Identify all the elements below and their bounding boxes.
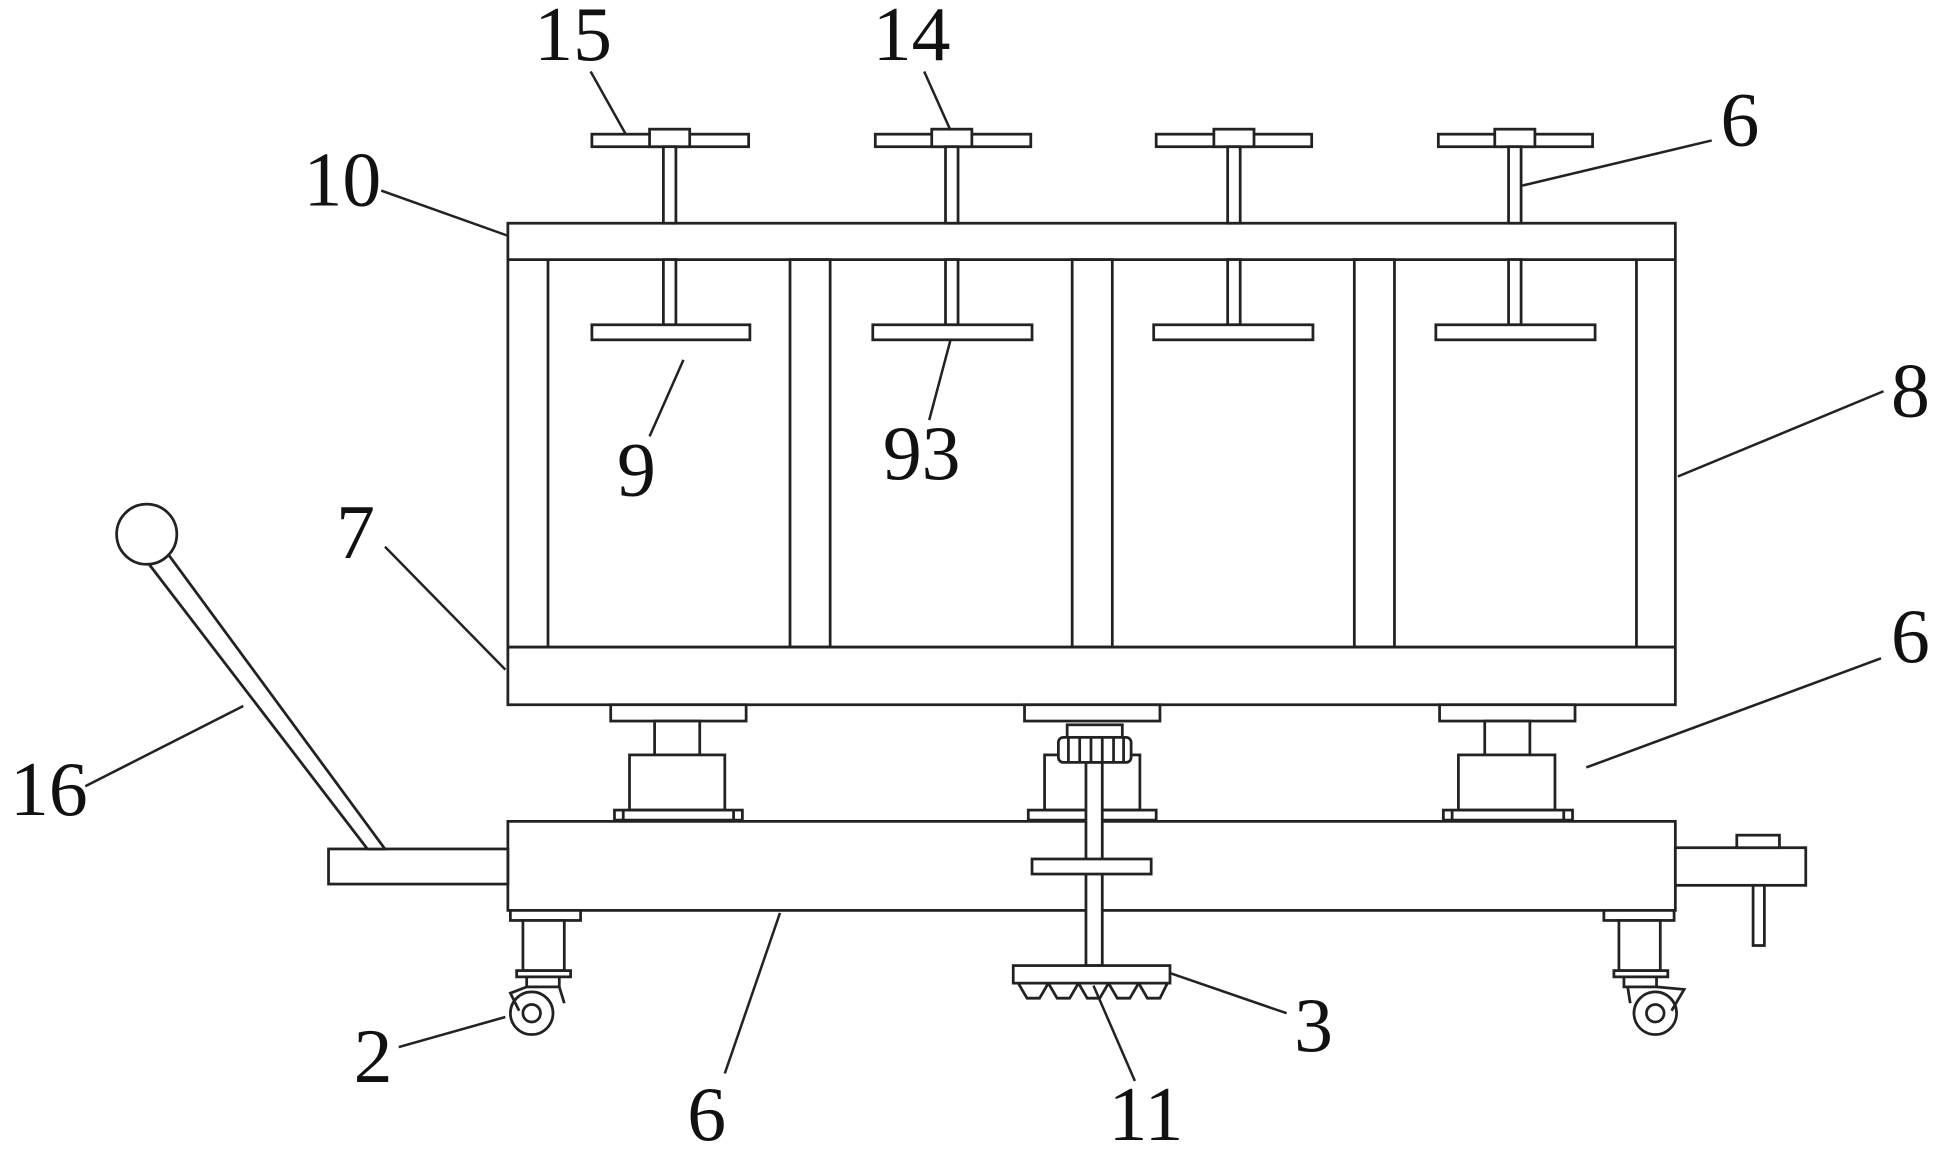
caster-mount-plate bbox=[1602, 909, 1676, 922]
center-screw-assembly bbox=[1011, 723, 1172, 1000]
brush-bristles bbox=[1017, 982, 1169, 1000]
screw-rod-lower bbox=[661, 258, 678, 327]
support-top-plate bbox=[1023, 703, 1162, 723]
label-7: 7 bbox=[336, 489, 375, 575]
wheel-hub bbox=[1645, 1003, 1666, 1024]
push-handle bbox=[115, 502, 388, 851]
leader-lines bbox=[84, 70, 1884, 1082]
label-2: 2 bbox=[354, 1013, 393, 1099]
press-assembly-3 bbox=[1152, 127, 1315, 342]
divider-post-3 bbox=[1352, 258, 1396, 649]
leader-93 bbox=[928, 339, 952, 421]
leader-8 bbox=[1677, 390, 1884, 478]
label-11: 11 bbox=[1109, 1071, 1184, 1157]
label-9: 9 bbox=[617, 426, 656, 512]
leader-15 bbox=[589, 70, 627, 135]
leader-9 bbox=[648, 359, 685, 437]
support-cylinder bbox=[628, 753, 727, 812]
support-rod bbox=[653, 719, 702, 757]
caster-fork bbox=[1626, 986, 1632, 1004]
handle-hub bbox=[930, 127, 974, 149]
caster-fork bbox=[1656, 985, 1687, 1012]
label-16: 16 bbox=[10, 746, 88, 832]
caster-right bbox=[1602, 909, 1687, 1036]
label-8: 8 bbox=[1891, 347, 1930, 433]
caster-bracket bbox=[1622, 975, 1658, 989]
wheel-hub bbox=[521, 1003, 542, 1024]
reference-labels: 15 14 6 10 8 9 93 7 6 16 2 6 11 3 bbox=[10, 0, 1930, 1157]
handle-bar bbox=[138, 538, 388, 851]
caster-bracket bbox=[525, 975, 561, 989]
right-extension-knob bbox=[1735, 833, 1781, 850]
support-top-plate bbox=[609, 703, 748, 723]
handle-hub bbox=[1212, 127, 1256, 149]
handle-mount-arm bbox=[327, 847, 510, 886]
leader-6-bottom bbox=[723, 912, 782, 1074]
label-15: 15 bbox=[534, 0, 612, 77]
support-rod bbox=[1483, 719, 1532, 757]
handle-knob bbox=[115, 502, 179, 566]
screw-rod-lower bbox=[1507, 258, 1523, 327]
press-assembly-1 bbox=[590, 127, 752, 342]
caster-fork bbox=[557, 986, 566, 1004]
press-plate bbox=[871, 323, 1034, 342]
lift-support-left bbox=[609, 703, 748, 822]
leader-10 bbox=[380, 189, 509, 237]
leader-11 bbox=[1092, 985, 1137, 1082]
screw-rod-upper bbox=[1226, 145, 1242, 225]
handle-hub bbox=[1493, 127, 1537, 149]
leader-2 bbox=[398, 1015, 506, 1049]
divider-post-1 bbox=[788, 258, 832, 649]
handle-hub bbox=[648, 127, 692, 149]
caster-post bbox=[521, 919, 566, 972]
divider-post-2 bbox=[1070, 258, 1114, 649]
leader-14 bbox=[923, 70, 952, 131]
screw-rod-lower bbox=[1226, 258, 1242, 327]
press-assembly-2 bbox=[871, 127, 1034, 342]
right-extension-arm bbox=[1673, 846, 1808, 887]
support-base-flange bbox=[1441, 808, 1574, 822]
label-93: 93 bbox=[883, 410, 961, 496]
caster-mount-plate bbox=[508, 909, 582, 922]
leader-7 bbox=[384, 545, 507, 671]
brush-holder bbox=[1011, 964, 1172, 985]
label-14: 14 bbox=[873, 0, 951, 77]
screw-rod-upper bbox=[661, 145, 678, 225]
press-plate bbox=[1152, 323, 1315, 342]
support-base-flange bbox=[613, 808, 744, 822]
lift-support-right bbox=[1438, 703, 1577, 822]
press-assembly-4 bbox=[1434, 127, 1597, 342]
right-extension-pin bbox=[1751, 883, 1766, 947]
cabinet-outline bbox=[506, 221, 1677, 707]
caster-left bbox=[508, 909, 582, 1036]
leader-3 bbox=[1169, 971, 1288, 1015]
shaft-collar bbox=[1030, 857, 1153, 876]
cabinet bbox=[506, 221, 1677, 707]
label-10: 10 bbox=[303, 137, 381, 223]
support-cylinder bbox=[1457, 753, 1557, 812]
screw-rod-upper bbox=[1507, 145, 1523, 225]
caster-post bbox=[1617, 919, 1662, 972]
label-3: 3 bbox=[1294, 982, 1333, 1068]
press-plate bbox=[1434, 323, 1597, 342]
caster-fork bbox=[508, 985, 528, 1012]
press-plate bbox=[590, 323, 752, 342]
screw-rod-upper bbox=[944, 145, 960, 225]
leader-6-top bbox=[1522, 139, 1713, 187]
label-6-right: 6 bbox=[1891, 593, 1930, 679]
support-top-plate bbox=[1438, 703, 1577, 723]
label-6-top: 6 bbox=[1720, 76, 1759, 162]
label-6-bottom: 6 bbox=[687, 1071, 726, 1157]
screw-rod-lower bbox=[944, 258, 960, 327]
leader-6-right bbox=[1585, 657, 1882, 769]
leader-16 bbox=[84, 704, 244, 788]
knurled-knob-cap bbox=[1065, 723, 1124, 739]
